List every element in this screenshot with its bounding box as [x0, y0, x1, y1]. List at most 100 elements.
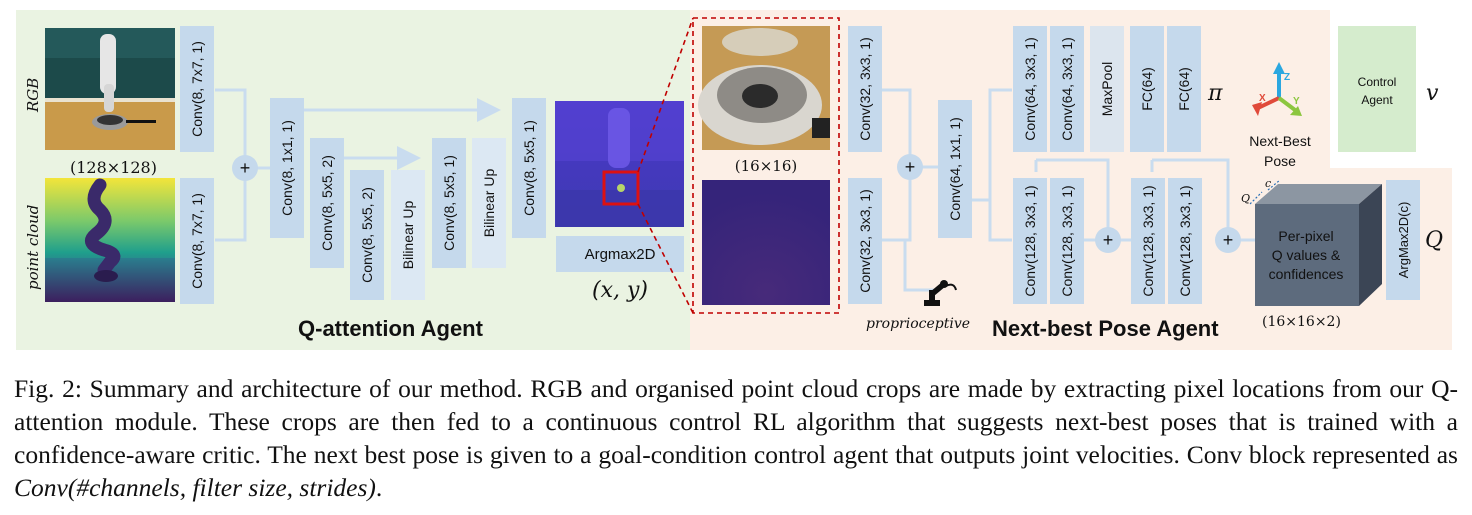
conv-pc-block-label: Conv(8, 7x7, 1)	[189, 193, 205, 289]
q-symbol: Q	[1425, 228, 1443, 253]
conv-merge-block-box	[938, 100, 972, 238]
fc2-block-label: FC(64)	[1176, 67, 1192, 111]
connector-lines	[215, 88, 1255, 292]
conv-down1-block-label: Conv(8, 5x5, 2)	[319, 155, 335, 251]
crop-dashed-box	[692, 17, 840, 314]
bilinear-up1-block-box	[391, 170, 425, 300]
plus-symbol: +	[1223, 230, 1234, 250]
critic-conv1-block-box	[1013, 178, 1047, 304]
caption-text: Fig. 2: Summary and architecture of our …	[14, 374, 1458, 469]
cube-size-label: (16×16×2)	[1262, 314, 1341, 330]
cube-axis-c: c	[1265, 177, 1271, 190]
figure-caption: Fig. 2: Summary and architecture of our …	[14, 372, 1458, 504]
conv-rgb-crop-block: Conv(32, 3x3, 1)	[848, 26, 882, 152]
axes-icon	[1252, 62, 1302, 116]
critic-conv3-block: Conv(128, 3x3, 1)	[1131, 178, 1165, 304]
conv-down2-block: Conv(8, 5x5, 2)	[350, 170, 384, 300]
conv-out-block: Conv(8, 5x5, 1)	[512, 98, 546, 238]
rgb-label: RGB	[24, 78, 42, 113]
critic-conv2-block-box	[1050, 178, 1084, 304]
conv-down2-block-box	[350, 170, 384, 300]
plus-circle-4: +	[1215, 227, 1241, 253]
proprioceptive-label: proprioceptive	[866, 316, 970, 332]
bilinear-up1-block-label: Bilinear Up	[400, 201, 416, 270]
conv-1x1-block-box	[270, 98, 304, 238]
axis-x-label: X	[1259, 93, 1266, 104]
pi-symbol: π	[1207, 81, 1223, 106]
axis-y-label: Y	[1293, 96, 1300, 107]
cube-text-line2: Q values &	[1272, 247, 1341, 263]
control-agent-box	[1338, 26, 1416, 152]
plus-symbol: +	[1103, 230, 1114, 250]
crop-size-label: (16×16)	[735, 157, 797, 175]
actor-conv2-block: Conv(64, 3x3, 1)	[1050, 26, 1084, 152]
critic-conv3-block-box	[1131, 178, 1165, 304]
conv-rgb-crop-block-label: Conv(32, 3x3, 1)	[857, 37, 873, 141]
critic-conv3-block-label: Conv(128, 3x3, 1)	[1140, 185, 1156, 296]
actor-conv1-block-box	[1013, 26, 1047, 152]
cube-axis-arrows	[1249, 179, 1281, 205]
crop-zoom-lines	[637, 17, 694, 314]
critic-conv1-block: Conv(128, 3x3, 1)	[1013, 178, 1047, 304]
plus-circle-3: +	[1095, 227, 1121, 253]
argmax-label: Argmax2D	[585, 246, 656, 263]
conv-down1-block-box	[310, 138, 344, 268]
cube-text-line1: Per-pixel	[1278, 228, 1333, 244]
bilinear-up2-block: Bilinear Up	[472, 138, 506, 268]
plus-symbol: +	[905, 157, 916, 177]
cube-text-line3: confidences	[1269, 266, 1344, 282]
actor-conv2-block-box	[1050, 26, 1084, 152]
conv-down2-block-label: Conv(8, 5x5, 2)	[359, 187, 375, 283]
critic-conv1-block-label: Conv(128, 3x3, 1)	[1022, 185, 1038, 296]
plus-symbol: +	[240, 158, 251, 178]
critic-conv2-block-label: Conv(128, 3x3, 1)	[1059, 185, 1075, 296]
fc1-block-label: FC(64)	[1139, 67, 1155, 111]
bilinear-up2-block-box	[472, 138, 506, 268]
conv-pc-block: Conv(8, 7x7, 1)	[180, 178, 214, 304]
pose-label-line2: Pose	[1264, 153, 1296, 169]
point-cloud-input-image	[45, 178, 175, 302]
fc1-block: FC(64)	[1130, 26, 1164, 152]
cube-axis-q: Q	[1241, 192, 1250, 205]
plus-circle-shape	[1215, 227, 1241, 253]
pose-label-line1: Next-Best	[1249, 133, 1311, 149]
conv-pc-crop-block-label: Conv(32, 3x3, 1)	[857, 189, 873, 293]
rgb-crop-image	[698, 26, 830, 150]
plus-circle-shape	[1095, 227, 1121, 253]
conv-rgb-block-box	[180, 26, 214, 152]
critic-conv4-block-label: Conv(128, 3x3, 1)	[1177, 185, 1193, 296]
plus-circle-shape	[897, 154, 923, 180]
conv-mid-block-box	[432, 138, 466, 268]
maxpool-block-label: MaxPool	[1099, 62, 1115, 116]
caption-suffix: .	[375, 473, 383, 502]
fc2-block: FC(64)	[1167, 26, 1201, 152]
fc2-block-box	[1167, 26, 1201, 152]
v-symbol: v	[1426, 81, 1439, 106]
conv-merge-block: Conv(64, 1x1, 1)	[938, 100, 972, 238]
robot-arm-icon	[924, 280, 957, 306]
conv-down1-block: Conv(8, 5x5, 2)	[310, 138, 344, 268]
maxpool-block-box	[1090, 26, 1124, 152]
maxpool-block: MaxPool	[1090, 26, 1124, 152]
plus-circle-1: +	[232, 155, 258, 181]
conv-1x1-block: Conv(8, 1x1, 1)	[270, 98, 304, 238]
argmax-c-label: ArgMax2D(c)	[1396, 202, 1411, 279]
conv-out-block-label: Conv(8, 5x5, 1)	[521, 120, 537, 216]
rgb-input-image	[45, 28, 175, 150]
plus-circle-shape	[232, 155, 258, 181]
q-attention-heatmap	[555, 101, 684, 227]
conv-rgb-block-label: Conv(8, 7x7, 1)	[189, 41, 205, 137]
q-attention-title: Q-attention Agent	[298, 316, 484, 341]
axis-z-label: Z	[1284, 72, 1290, 83]
point-cloud-label: point cloud	[24, 205, 42, 290]
control-agent-line2: Agent	[1361, 93, 1393, 107]
fc1-block-box	[1130, 26, 1164, 152]
point-cloud-crop-image	[702, 180, 830, 305]
q-values-cube	[1255, 184, 1382, 306]
conv-merge-block-label: Conv(64, 1x1, 1)	[947, 117, 963, 221]
actor-conv1-block: Conv(64, 3x3, 1)	[1013, 26, 1047, 152]
conv-pc-crop-block: Conv(32, 3x3, 1)	[848, 178, 882, 304]
conv-1x1-block-label: Conv(8, 1x1, 1)	[279, 120, 295, 216]
nbp-title: Next-best Pose Agent	[992, 316, 1219, 341]
